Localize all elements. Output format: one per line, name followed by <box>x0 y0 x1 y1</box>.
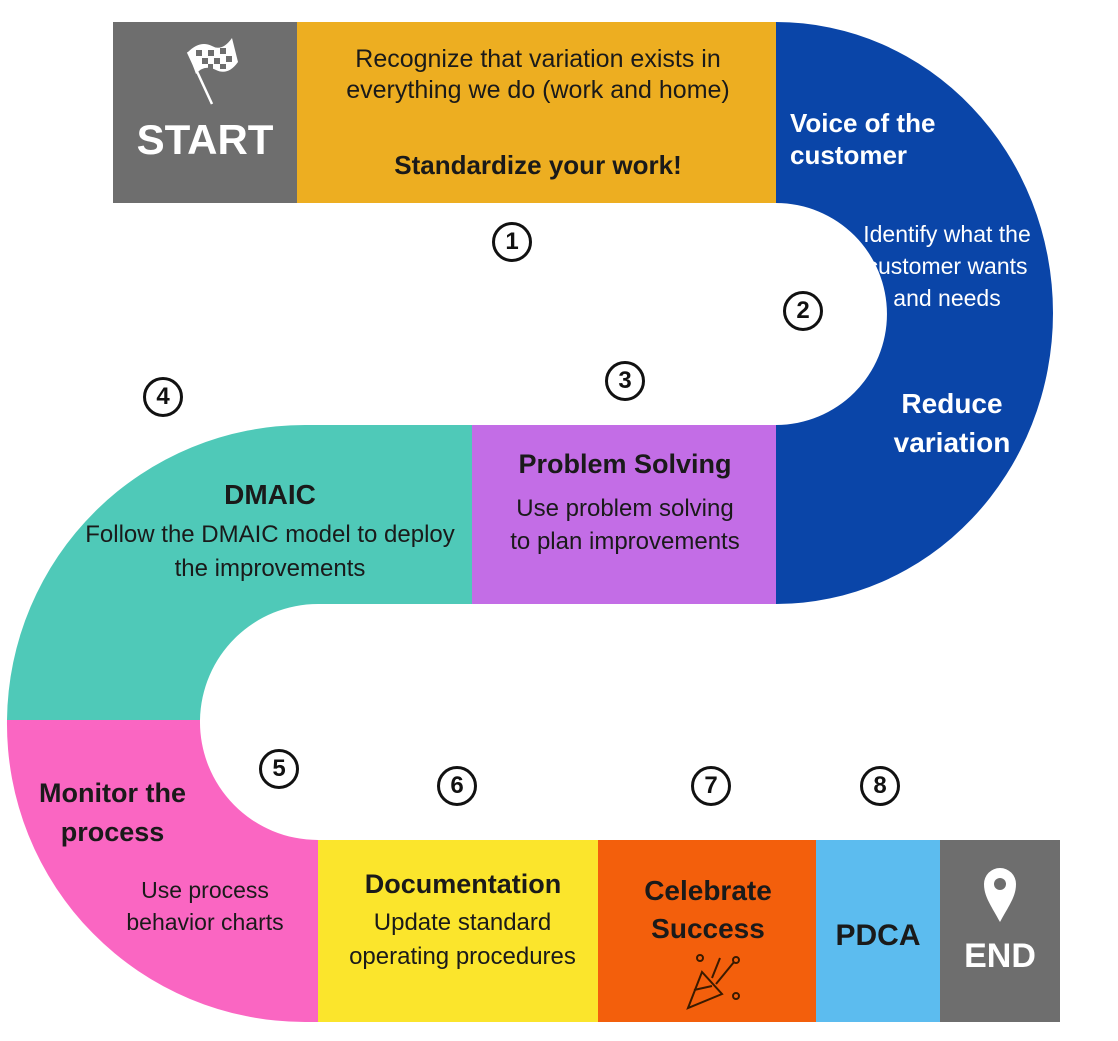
party-popper-icon <box>686 954 740 1010</box>
start-label: START <box>136 116 274 163</box>
problem-block <box>472 425 776 604</box>
end-label: END <box>964 937 1036 975</box>
monitor-curve <box>6 720 319 1022</box>
voice-text: Identify what the customer wants and nee… <box>863 221 1031 312</box>
pdca-title: PDCA <box>835 919 921 952</box>
voice-title: Voice of the customer <box>790 108 936 170</box>
step-number-6: 6 <box>437 766 477 806</box>
step-number-2: 2 <box>783 291 823 331</box>
celebrate-title: Celebrate Success <box>644 875 772 944</box>
checkered-flag-icon <box>186 38 238 105</box>
step1-bold: Standardize your work! <box>394 150 682 180</box>
problem-text: Use problem solving to plan improvements <box>510 495 740 556</box>
celebrate-block <box>598 840 816 1022</box>
documentation-block <box>318 840 598 1022</box>
dmaic-text: Follow the DMAIC model to deploy the imp… <box>85 521 455 582</box>
dmaic-curve <box>7 425 472 720</box>
documentation-text: Update standard operating procedures <box>349 909 576 970</box>
dmaic-title: DMAIC <box>224 479 316 510</box>
map-pin-icon <box>984 868 1016 922</box>
step-number-1: 1 <box>492 222 532 262</box>
step-number-5: 5 <box>259 749 299 789</box>
pdca-block <box>816 840 940 1022</box>
step-number-7: 7 <box>691 766 731 806</box>
monitor-text: Use process behavior charts <box>126 877 284 936</box>
step1-block <box>297 22 776 203</box>
monitor-title: Monitor the process <box>39 778 186 848</box>
voice-bold: Reduce variation <box>893 388 1011 459</box>
voice-curve <box>776 22 1053 604</box>
problem-title: Problem Solving <box>518 449 732 479</box>
step-number-4: 4 <box>143 377 183 417</box>
step-number-8: 8 <box>860 766 900 806</box>
step1-text: Recognize that variation exists in every… <box>346 45 730 104</box>
documentation-title: Documentation <box>364 869 562 899</box>
end-block <box>940 840 1060 1022</box>
step-number-3: 3 <box>605 361 645 401</box>
